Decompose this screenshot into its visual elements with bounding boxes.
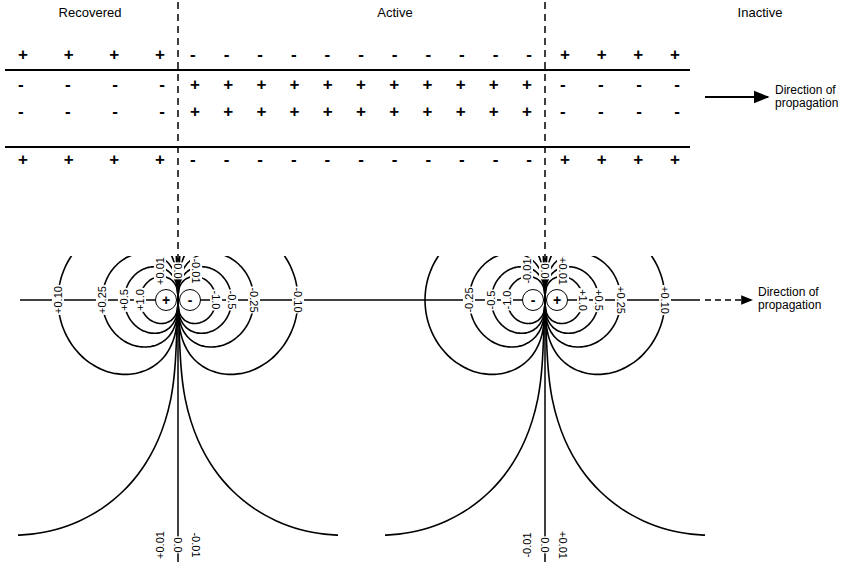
isopotential-line	[178, 267, 232, 334]
isopotential-value: -0.01	[521, 531, 533, 558]
isopotential-line	[102, 256, 178, 347]
isopotential-line	[545, 256, 665, 374]
isopotential-value: +0.01	[557, 256, 569, 286]
isopotential-value: -0.01	[190, 531, 202, 558]
isopotential-value: 0.0	[539, 262, 551, 279]
isopotential-line	[58, 256, 178, 374]
isopotential-value: +0.25	[615, 285, 627, 315]
charge-signs: - - - - - - - - - - -	[190, 46, 532, 63]
isopotential-line	[178, 256, 338, 535]
isopotential-line	[178, 256, 254, 347]
isopotential-value: -0.10	[292, 286, 304, 313]
pole-sign: -	[531, 293, 536, 307]
isopotential-value: 0.0	[539, 536, 551, 553]
charge-signs: + + + + + + + + + + +	[190, 103, 532, 120]
charge-signs: + + + + + + + + + + +	[190, 76, 532, 93]
isopotential-value: +0.01	[154, 530, 166, 560]
isopotential-value: +0.10	[659, 285, 671, 315]
isopotential-line	[469, 256, 545, 347]
propagation-arrow	[705, 299, 752, 301]
membrane-line	[5, 146, 690, 148]
pole-sign: +	[162, 293, 170, 307]
isopotential-value: 0.0	[172, 262, 184, 279]
isopotential-line	[545, 256, 705, 535]
isopotential-value: -0.5	[226, 290, 238, 311]
isopotential-line	[491, 267, 545, 334]
isopotential-line	[425, 256, 545, 374]
isopotential-value: -0.01	[190, 257, 202, 284]
charge-signs: - - - - - - - - - - -	[190, 151, 532, 168]
isopotential-value: +1.0	[134, 288, 146, 312]
isopotential-value: -0.25	[463, 286, 475, 313]
isopotential-value: +0.5	[593, 288, 605, 312]
isopotential-line	[18, 256, 178, 535]
pole-circle: +	[546, 289, 568, 311]
boundary-dashed-line	[177, 2, 179, 262]
pole-sign: +	[553, 293, 561, 307]
direction-label: Direction of propagation	[758, 286, 853, 312]
region-label: Recovered	[59, 6, 122, 20]
region-label: Inactive	[738, 6, 783, 20]
propagation-arrow	[705, 96, 768, 98]
isopotential-value: +0.25	[96, 285, 108, 315]
charge-signs: + + + +	[560, 46, 680, 63]
isopotential-line	[124, 267, 178, 334]
charge-signs: - - - -	[560, 76, 680, 93]
charge-signs: - - - -	[18, 76, 165, 93]
isopotential-value: -0.01	[521, 257, 533, 284]
isopotential-line	[545, 256, 621, 347]
isopotential-value: +0.10	[52, 285, 64, 315]
isopotential-value: -1.0	[501, 290, 513, 311]
isopotential-value: -0.25	[248, 286, 260, 313]
isopotential-value: +0.01	[154, 256, 166, 286]
isopotential-value: +0.5	[118, 288, 130, 312]
pole-circle: +	[155, 289, 177, 311]
direction-label: Direction of propagation	[775, 84, 855, 110]
isopotential-value: +1.0	[577, 288, 589, 312]
isopotential-value: -0.5	[485, 290, 497, 311]
isopotential-line	[178, 256, 298, 374]
membrane-line	[5, 69, 690, 71]
pole-circle: -	[179, 289, 201, 311]
charge-signs: + + + +	[18, 46, 165, 63]
isopotential-value: 0.0	[172, 536, 184, 553]
boundary-dashed-line	[544, 2, 546, 262]
isopotential-value: -1.0	[210, 290, 222, 311]
pole-circle: -	[522, 289, 544, 311]
charge-signs: - - - -	[18, 103, 165, 120]
charge-signs: + + + +	[18, 151, 165, 168]
isopotential-line	[385, 256, 545, 535]
isopotential-value: +0.01	[557, 530, 569, 560]
pole-sign: -	[188, 293, 193, 307]
charge-signs: - - - -	[560, 103, 680, 120]
region-label: Active	[377, 6, 412, 20]
charge-signs: + + + +	[560, 151, 680, 168]
isopotential-line	[545, 267, 599, 334]
